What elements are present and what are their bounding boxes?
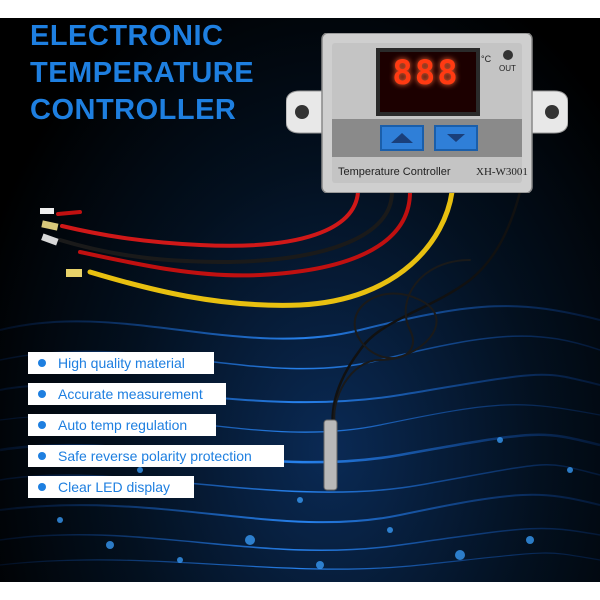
bullet-icon (38, 390, 46, 398)
bullet-icon (38, 483, 46, 491)
led-digits: 888 (392, 53, 460, 93)
top-band (0, 0, 600, 18)
feature-text: High quality material (58, 355, 185, 371)
feature-text: Safe reverse polarity protection (58, 448, 252, 464)
bottom-band (0, 582, 600, 600)
feature-item: Auto temp regulation (28, 414, 216, 436)
wire-terminals (40, 208, 82, 277)
feature-list: High quality material Accurate measureme… (28, 352, 284, 507)
feature-text: Clear LED display (58, 479, 171, 495)
feature-item: Accurate measurement (28, 383, 226, 405)
unit-label: °C (481, 54, 492, 64)
led-display (376, 48, 480, 116)
mount-hole-right (545, 105, 559, 119)
feature-text: Accurate measurement (58, 386, 203, 402)
triangle-up-icon (391, 133, 413, 143)
bullet-icon (38, 421, 46, 429)
wires (56, 189, 522, 442)
feature-item: High quality material (28, 352, 214, 374)
headline-line: CONTROLLER (30, 94, 237, 126)
feature-item: Safe reverse polarity protection (28, 445, 284, 467)
feature-text: Auto temp regulation (58, 417, 188, 433)
temperature-probe (323, 419, 338, 491)
bullet-icon (38, 359, 46, 367)
triangle-down-icon (447, 134, 465, 142)
headline-line: TEMPERATURE (30, 57, 255, 89)
light-dots (57, 437, 573, 569)
headline: ELECTRONIC TEMPERATURE CONTROLLER (30, 18, 254, 129)
up-button[interactable] (380, 125, 424, 151)
bullet-icon (38, 452, 46, 460)
mount-hole-left (295, 105, 309, 119)
device-name: Temperature Controller (338, 166, 451, 178)
headline-line: ELECTRONIC (30, 20, 224, 52)
out-label: OUT (499, 64, 516, 73)
feature-item: Clear LED display (28, 476, 194, 498)
out-indicator-led (503, 50, 513, 60)
model-number: XH-W3001 (476, 166, 528, 178)
down-button[interactable] (434, 125, 478, 151)
